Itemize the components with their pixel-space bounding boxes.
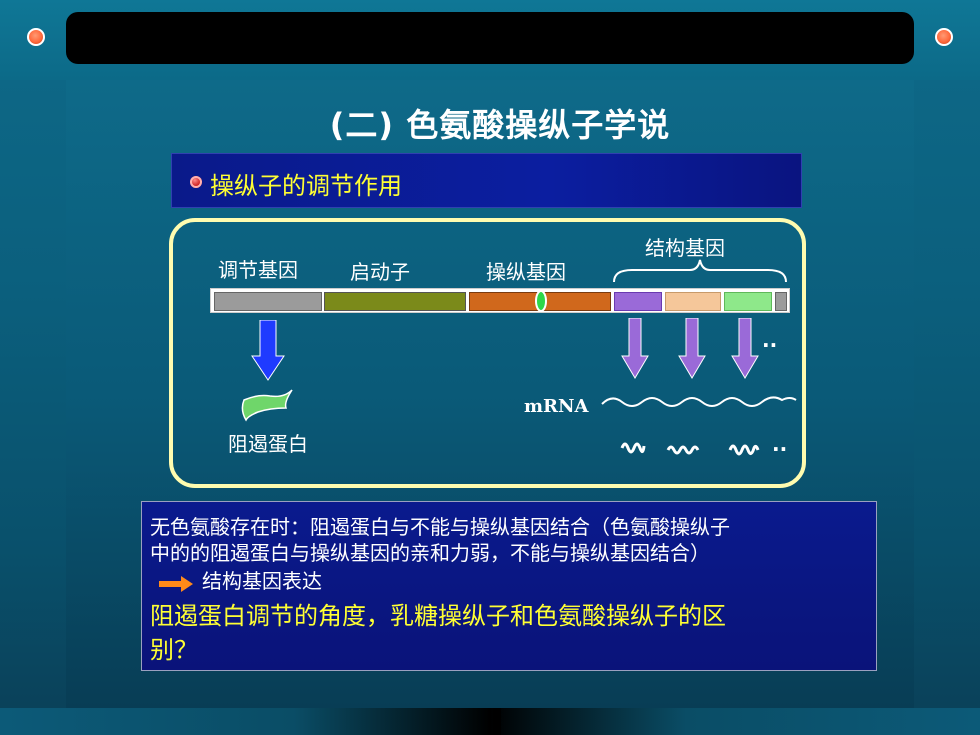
repressor-protein-icon: [241, 389, 293, 422]
subtitle-text: 操纵子的调节作用: [210, 172, 402, 200]
bottom-divider: [493, 708, 501, 735]
question-line-1: 阻遏蛋白调节的角度，乳糖操纵子和色氨酸操纵子的区: [150, 602, 726, 630]
top-bar-black-strip: [66, 12, 914, 64]
ellipsis-upper: ..: [762, 328, 778, 352]
left-knob-icon: [27, 28, 45, 46]
promoter-segment: [324, 292, 466, 311]
bottom-bar: [0, 708, 980, 735]
bullet-icon: [190, 176, 202, 188]
operator-oval-icon: [535, 290, 547, 312]
explanation-line-1: 无色氨酸存在时：阻遏蛋白与不能与操纵基因结合（色氨酸操纵子: [150, 515, 730, 539]
slide-title: (二) 色氨酸操纵子学说: [329, 106, 671, 144]
structural-gene-a-segment: [614, 292, 662, 311]
structural-gene-b-segment: [665, 292, 721, 311]
label-repressor: 阻遏蛋白: [228, 432, 308, 456]
label-structural-genes: 结构基因: [645, 236, 725, 260]
question-line-2: 别？: [150, 636, 198, 664]
subtitle-box: 操纵子的调节作用: [171, 153, 802, 208]
dna-strand: [210, 288, 790, 313]
tail-segment: [775, 292, 787, 311]
right-knob-icon: [935, 28, 953, 46]
purple-down-arrow-icon: [731, 318, 759, 379]
label-mrna: mRNA: [524, 396, 589, 417]
explanation-line-3: 结构基因表达: [202, 569, 322, 593]
ellipsis-lower: ..: [772, 432, 788, 456]
label-regulator-gene: 调节基因: [218, 258, 298, 282]
purple-down-arrow-icon: [621, 318, 649, 379]
structural-gene-c-segment: [724, 292, 772, 311]
purple-down-arrow-icon: [678, 318, 706, 379]
label-promoter: 启动子: [350, 260, 410, 284]
regulator-gene-segment: [214, 292, 322, 311]
explanation-line-2: 中的的阻遏蛋白与操纵基因的亲和力弱，不能与操纵基因结合）: [150, 541, 710, 565]
blue-down-arrow-icon: [251, 320, 285, 381]
explanation-box: 无色氨酸存在时：阻遏蛋白与不能与操纵基因结合（色氨酸操纵子 中的的阻遏蛋白与操纵…: [141, 501, 877, 671]
label-operator-gene: 操纵基因: [486, 260, 566, 284]
orange-right-arrow-icon: [159, 576, 193, 592]
operon-diagram-frame: [169, 218, 806, 488]
brace-icon: [613, 259, 787, 283]
mrna-strand-icon: [601, 396, 797, 407]
protein-products-icon: [620, 442, 760, 456]
